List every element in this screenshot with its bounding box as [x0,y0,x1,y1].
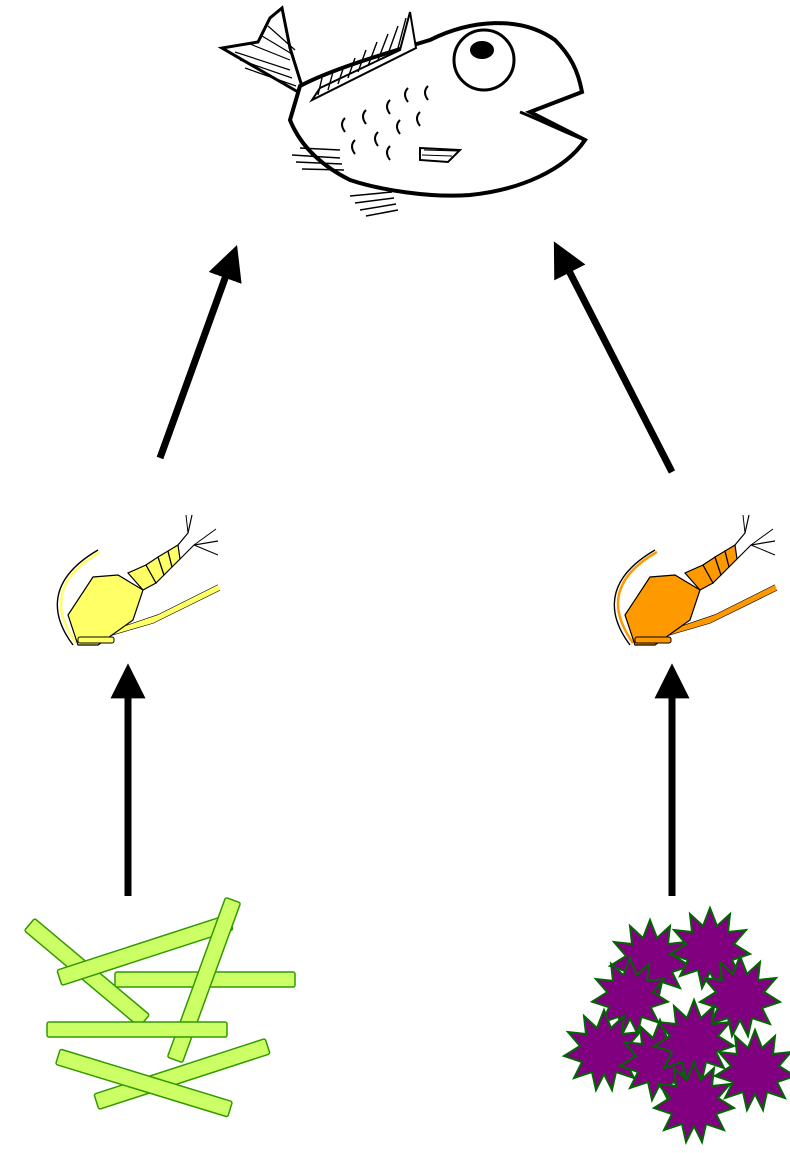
arrow-right-to-fish [566,265,672,472]
arrows [128,265,672,896]
arrow-left-to-fish [160,270,228,458]
rod-algae-icon [24,897,295,1117]
star-algae-icon [564,908,790,1142]
copepod-left-icon [57,515,220,645]
copepod-right-icon [614,515,777,645]
fish-icon [222,8,585,216]
